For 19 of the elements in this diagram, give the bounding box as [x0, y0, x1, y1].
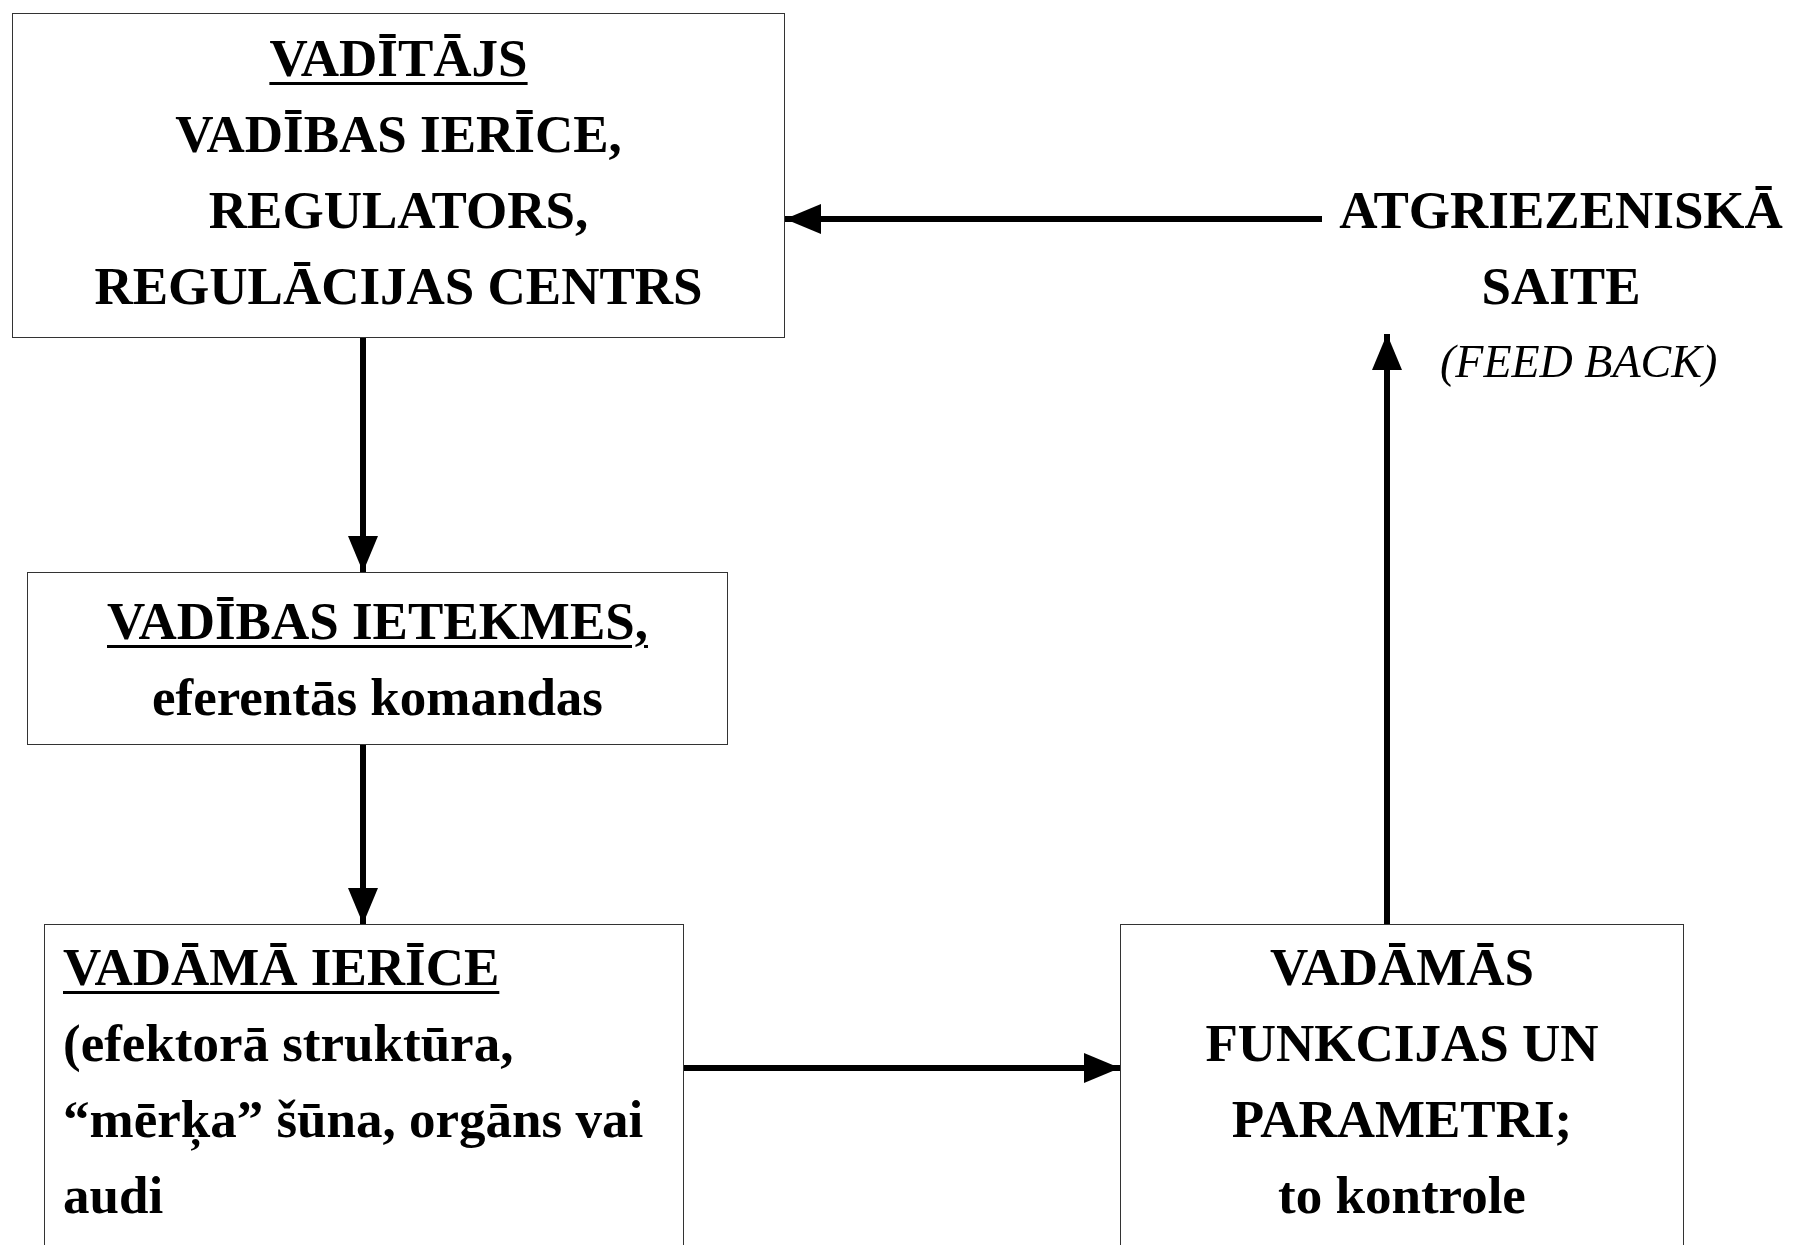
- annotation-text: (FEED BACK): [1440, 335, 1718, 389]
- arrow: [785, 204, 1322, 234]
- arrow: [348, 745, 378, 924]
- heading-text: VADĀMĀ IERĪCE: [63, 937, 501, 998]
- heading-text: VADĪBAS IETEKMES,: [106, 591, 649, 652]
- body-text: VADĪBAS IERĪCE, REGULATORS, REGULĀCIJAS CENTRS: [93, 104, 704, 317]
- control-signal-box: [27, 572, 728, 745]
- controller-box: [12, 13, 785, 338]
- arrow: [348, 338, 378, 572]
- body-text: (efektorā struktūra, “mērķa” šūna, orgāns vai audi: [63, 1013, 645, 1226]
- heading-text: VADĀMĀS FUNKCIJAS UN PARAMETRI;: [1204, 937, 1600, 1150]
- body-text: eferentās komandas: [151, 667, 604, 728]
- function-box: [1120, 924, 1684, 1245]
- effector-box: [44, 924, 684, 1245]
- body-text: ATGRIEZENISKĀ SAITE: [1338, 180, 1784, 317]
- body-text: to kontrole: [1277, 1165, 1527, 1226]
- arrow: [684, 1053, 1120, 1083]
- arrow: [1372, 334, 1402, 924]
- heading-text: VADĪTĀJS: [268, 28, 529, 89]
